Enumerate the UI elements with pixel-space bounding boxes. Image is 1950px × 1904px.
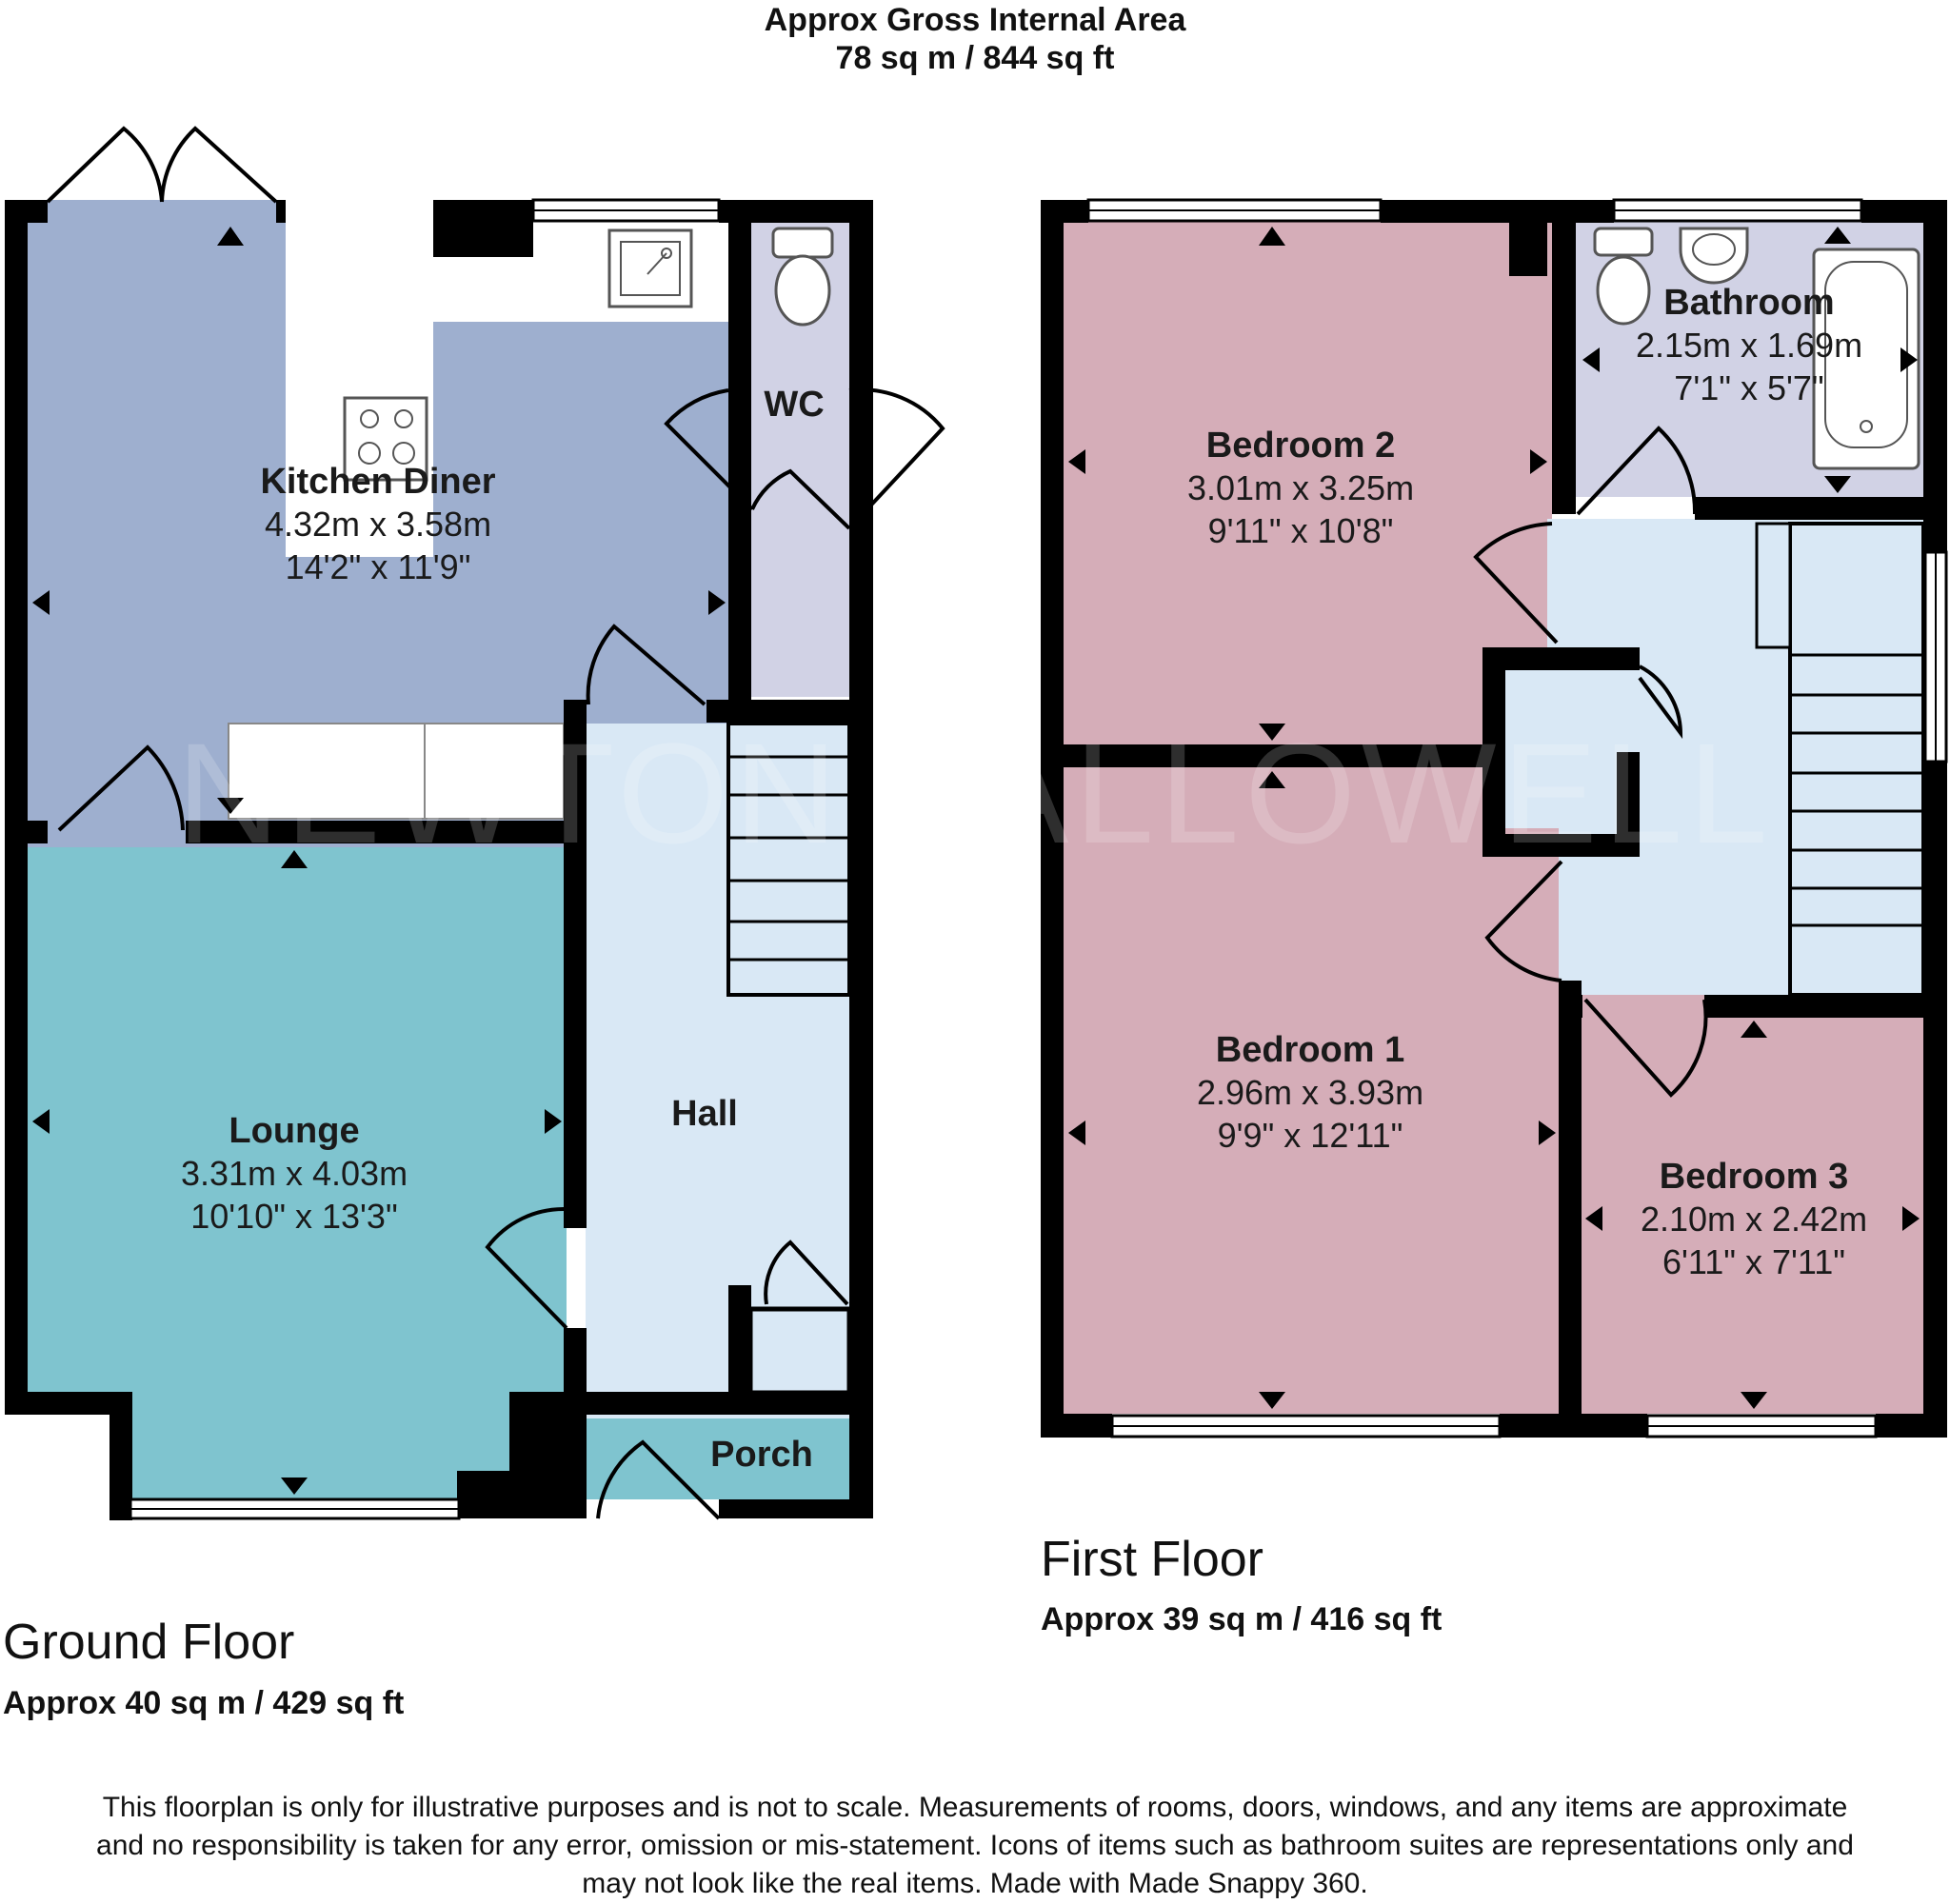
- disclaimer-line-1: This floorplan is only for illustrative …: [103, 1792, 1848, 1823]
- hall-kitchen-door: [586, 624, 706, 706]
- bedroom-2-door: [1473, 522, 1559, 645]
- toilet-icon: [771, 227, 834, 327]
- lounge-door: [485, 1206, 568, 1330]
- bedroom-2-metric: 3.01m x 3.25m: [1187, 468, 1414, 507]
- gross-area-value: 78 sq m / 844 sq ft: [836, 40, 1115, 76]
- first-floor-area: Approx 39 sq m / 416 sq ft: [1041, 1601, 1442, 1637]
- kitchen-lounge-door: [57, 744, 185, 832]
- disclaimer-line-2: and no responsibility is taken for any e…: [96, 1830, 1854, 1861]
- cupboard-landing-door: [1638, 664, 1683, 740]
- front-door: [596, 1439, 721, 1520]
- lounge-metric: 3.31m x 4.03m: [181, 1154, 408, 1193]
- first-floor-label: First Floor: [1041, 1532, 1264, 1587]
- bedroom-1-door: [1484, 860, 1563, 982]
- porch-room: [586, 1418, 849, 1499]
- bedroom-1-room: [1064, 766, 1559, 1414]
- bedroom-1-label: Bedroom 1: [1216, 1030, 1404, 1070]
- cupboard-door: [764, 1240, 849, 1306]
- lounge-bay: [129, 1390, 511, 1502]
- wc-door: [664, 387, 945, 530]
- bathroom-metric: 2.15m x 1.69m: [1636, 326, 1862, 365]
- kitchen-worktop: [286, 221, 728, 557]
- disclaimer-line-3: may not look like the real items. Made w…: [582, 1868, 1367, 1899]
- porch-label: Porch: [710, 1435, 813, 1475]
- bedroom-3-imperial: 6'11" x 7'11": [1662, 1242, 1845, 1281]
- first-floor-plan: Bedroom 2 3.01m x 3.25m 9'11" x 10'8" Ba…: [1041, 198, 1948, 1438]
- gross-area-title: Approx Gross Internal Area: [765, 2, 1187, 38]
- bedroom-3-label: Bedroom 3: [1660, 1157, 1848, 1197]
- first-stairs: [1755, 522, 1925, 997]
- lounge-label: Lounge: [229, 1111, 359, 1151]
- kitchen-diner-metric: 4.32m x 3.58m: [265, 505, 491, 544]
- bedroom-3-door: [1583, 998, 1708, 1098]
- bathroom-toilet-icon: [1593, 227, 1654, 326]
- bath-icon: [1812, 248, 1920, 470]
- watermark: NEWTON FALLOWELL: [177, 713, 1774, 873]
- sink-icon: [607, 228, 693, 308]
- bedroom-2-room: [1064, 221, 1552, 747]
- kitchen-diner-label: Kitchen Diner: [260, 462, 495, 502]
- hall-label: Hall: [671, 1094, 738, 1134]
- lounge-room: [27, 847, 567, 1395]
- basin-icon: [1679, 227, 1749, 285]
- bedroom-2-imperial: 9'11" x 10'8": [1208, 511, 1394, 550]
- kitchen-diner-imperial: 14'2" x 11'9": [286, 547, 471, 586]
- breakfast-bar: [228, 723, 565, 820]
- bedroom-3-metric: 2.10m x 2.42m: [1641, 1200, 1867, 1239]
- hall-cupboard: [747, 1306, 852, 1396]
- bedroom-1-metric: 2.96m x 3.93m: [1197, 1073, 1423, 1112]
- ground-stairs: [726, 722, 851, 997]
- bathroom-label: Bathroom: [1663, 283, 1834, 323]
- lounge-imperial: 10'10" x 13'3": [190, 1197, 397, 1236]
- ground-floor-area: Approx 40 sq m / 429 sq ft: [3, 1685, 404, 1721]
- bathroom-imperial: 7'1" x 5'7": [1674, 368, 1823, 407]
- hob-icon: [343, 396, 428, 482]
- bedroom-1-imperial: 9'9" x 12'11": [1218, 1116, 1403, 1155]
- bedroom-2-label: Bedroom 2: [1206, 426, 1395, 466]
- wc-label: WC: [764, 385, 824, 425]
- ground-floor-plan: Kitchen Diner 4.32m x 3.58m 14'2" x 11'9…: [5, 126, 945, 1520]
- ground-floor-label: Ground Floor: [3, 1615, 294, 1670]
- french-doors: [46, 126, 278, 223]
- bedroom-3-room: [1581, 995, 1923, 1414]
- airing-cupboard: [1495, 662, 1633, 828]
- bathroom-door: [1576, 426, 1698, 516]
